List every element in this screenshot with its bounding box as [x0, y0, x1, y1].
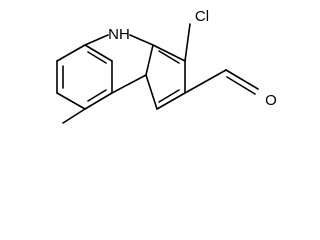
bond	[145, 44, 154, 76]
bond	[56, 44, 86, 62]
carbonyl-bond-inner	[226, 76, 256, 95]
left-benzene-ring	[56, 44, 113, 110]
chlorine-label: Cl	[195, 8, 209, 25]
nh-label: NH	[108, 26, 130, 43]
carbazole-structure-diagram: NH Cl O	[56, 8, 277, 124]
pyrrole-ring	[84, 34, 154, 94]
oxygen-label: O	[265, 92, 277, 109]
right-benzene-ring	[145, 44, 186, 110]
double-bond-inner	[158, 50, 180, 64]
chlorine-bond	[184, 23, 191, 62]
bond	[145, 74, 158, 110]
bond	[84, 92, 113, 110]
bond	[184, 69, 227, 94]
bond	[152, 44, 186, 62]
methyl-bond	[62, 108, 86, 124]
aldehyde-group	[184, 69, 259, 95]
carbonyl-bond	[225, 69, 259, 90]
bond	[84, 34, 109, 46]
bond	[56, 92, 86, 110]
double-bond-inner	[87, 51, 107, 64]
double-bond-inner	[87, 89, 107, 102]
bond	[156, 92, 186, 110]
bond	[84, 44, 113, 62]
bond	[111, 74, 147, 94]
double-bond-inner	[158, 89, 180, 103]
bond	[129, 34, 154, 46]
